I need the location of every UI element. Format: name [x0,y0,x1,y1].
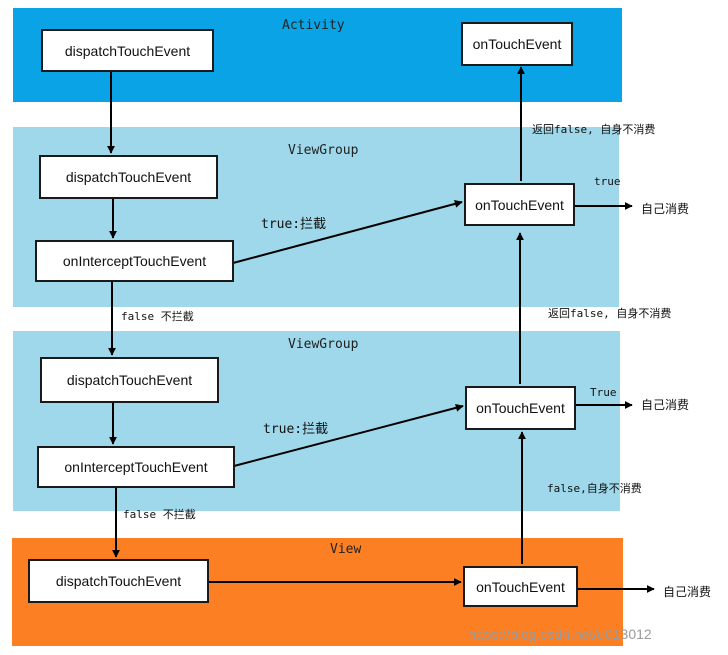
watermark: https://blog.csdn.net/u013012 [468,626,652,642]
vg2-intercept-true-label: true:拦截 [263,422,329,437]
viewgroup-1-layer-title: ViewGroup [288,143,359,158]
vg1-return-false-label: 返回false, 自身不消费 [532,123,656,136]
vg2-dispatch-box: dispatchTouchEvent [40,357,219,403]
vg1-false-no-intercept-label: false 不拦截 [121,310,194,323]
activity-ontouch-box: onTouchEvent [461,22,573,66]
vg1-self-consume-label: 自己消费 [641,202,690,216]
vg2-false-no-intercept-label: false 不拦截 [123,508,196,521]
vg1-intercept-true-label: true:拦截 [261,217,327,232]
vg1-true-label: true [594,175,621,188]
activity-layer-title: Activity [282,18,345,33]
vg2-true-label: True [590,386,617,399]
vg1-ontouch-box: onTouchEvent [464,183,575,226]
viewgroup-2-layer-title: ViewGroup [288,337,359,352]
view-ontouch-box: onTouchEvent [463,566,578,607]
arrow-vg2-intercept-true [233,403,464,467]
arrow-vg1-intercept-true [232,199,463,264]
view-layer-title: View [330,542,362,557]
vg2-ontouch-box: onTouchEvent [465,386,576,430]
view-false-label: false,自身不消费 [547,482,642,495]
vg1-intercept-box: onInterceptTouchEvent [35,240,234,282]
activity-dispatch-box: dispatchTouchEvent [41,29,214,72]
vg2-return-false-label: 返回false, 自身不消费 [548,307,672,320]
vg1-dispatch-box: dispatchTouchEvent [39,155,218,199]
view-dispatch-box: dispatchTouchEvent [28,559,209,603]
vg2-self-consume-label: 自己消费 [641,398,690,412]
vg2-intercept-box: onInterceptTouchEvent [37,446,235,488]
view-self-consume-label: 自己消费 [663,585,712,599]
